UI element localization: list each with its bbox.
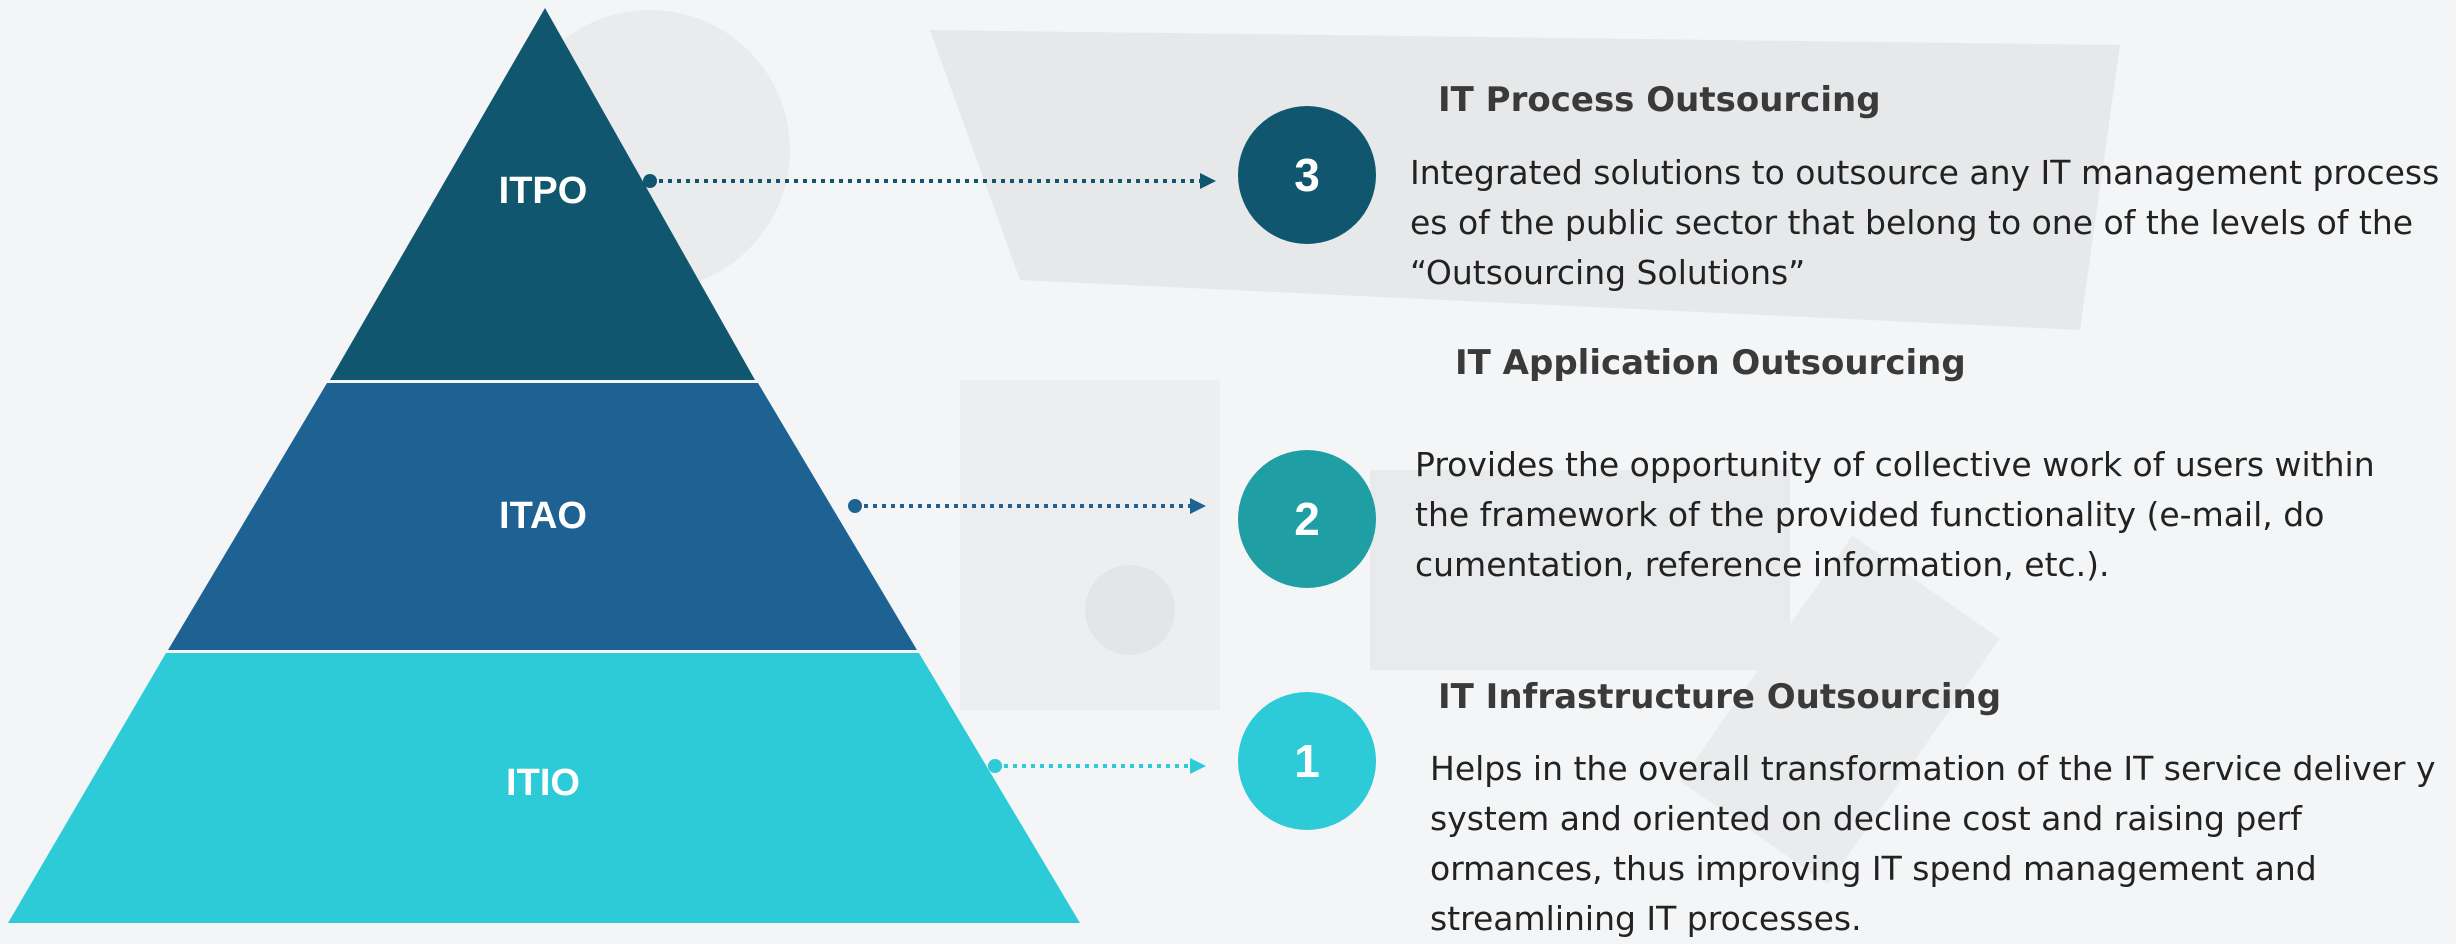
level-label-itao: ITAO bbox=[499, 495, 587, 537]
keyboard-shape bbox=[1370, 470, 1790, 670]
level-title-2: IT Application Outsourcing bbox=[1455, 343, 1966, 383]
connector-2 bbox=[848, 498, 1206, 514]
level-description-2: Provides the opportunity of collective w… bbox=[1415, 445, 2375, 584]
notebook-shape bbox=[960, 380, 1220, 710]
pyramid-level-itpo bbox=[330, 8, 755, 380]
level-number-3: 3 bbox=[1238, 106, 1376, 244]
device-shape bbox=[1680, 535, 2000, 885]
cup-shape bbox=[1085, 565, 1175, 655]
level-label-itio: ITIO bbox=[506, 762, 580, 804]
pyramid-level-itio bbox=[8, 653, 1080, 923]
level-title-1: IT Infrastructure Outsourcing bbox=[1438, 677, 2002, 717]
monitor-shape bbox=[930, 30, 2120, 330]
level-title-3: IT Process Outsourcing bbox=[1438, 80, 1881, 120]
connector-1 bbox=[988, 758, 1206, 774]
level-label-itpo: ITPO bbox=[498, 170, 588, 212]
level-description-3: Integrated solutions to outsource any IT… bbox=[1410, 153, 2440, 292]
level-number-2: 2 bbox=[1238, 450, 1376, 588]
pyramid-level-itao bbox=[168, 383, 917, 650]
level-description-1: Helps in the overall transformation of t… bbox=[1430, 749, 2436, 938]
level-number-1: 1 bbox=[1238, 692, 1376, 830]
connector-3 bbox=[643, 173, 1216, 189]
